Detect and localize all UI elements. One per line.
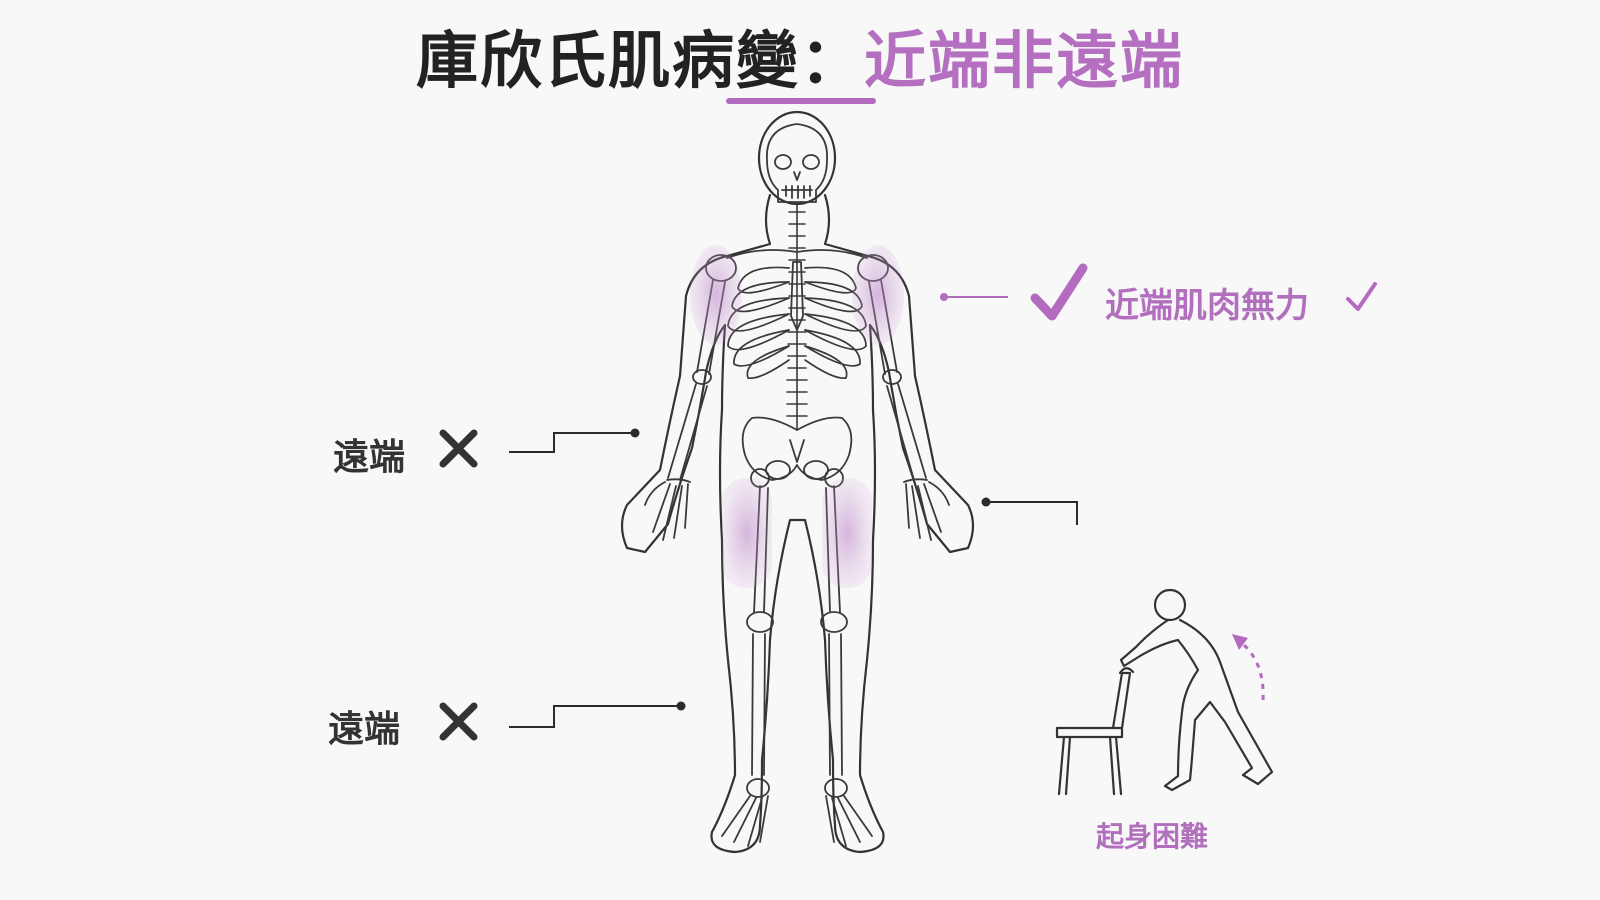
title-underline (726, 98, 876, 104)
page-title: 庫欣氏肌病變：近端非遠端 (0, 10, 1600, 100)
proximal-muscle-highlights (690, 245, 904, 588)
distal-upper-label: 遠端 (333, 437, 406, 478)
leader-dots (630, 293, 991, 711)
skeleton (644, 123, 950, 847)
title-highlight: 近端非遠端 (864, 24, 1185, 97)
rising-arrow (1237, 638, 1265, 701)
body-outline (620, 110, 975, 854)
check-icon (1030, 263, 1088, 321)
proximal-weakness-label: 近端肌肉無力 (1105, 286, 1309, 326)
chair-icon (1055, 667, 1135, 796)
leader-lines (509, 296, 1078, 728)
title-main: 庫欣氏肌病變： (415, 24, 864, 97)
cross-icon (439, 702, 478, 741)
arrowhead-icon (1232, 634, 1248, 650)
distal-lower-label: 遠端 (328, 709, 401, 750)
check-icon (1346, 282, 1377, 311)
person-rising-icon (1119, 588, 1274, 792)
rising-difficulty-label: 起身困難 (1096, 820, 1209, 853)
cross-icon (439, 429, 478, 468)
